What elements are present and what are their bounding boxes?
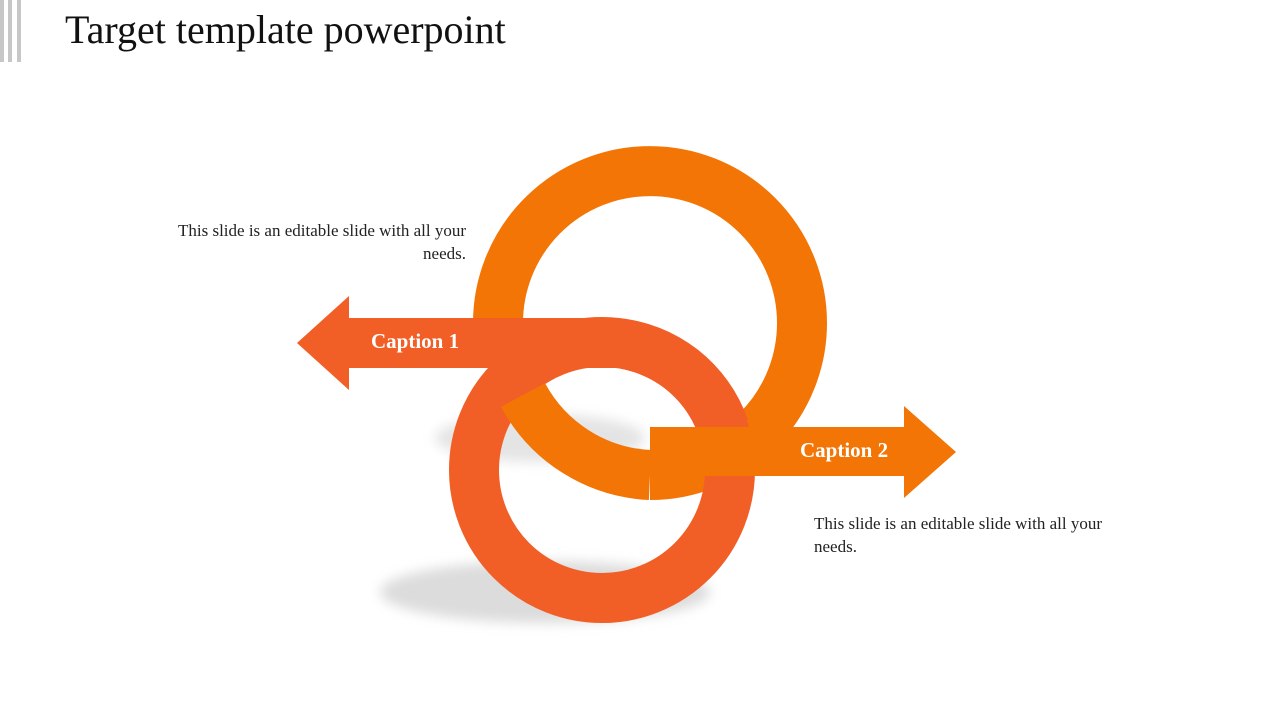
accent-bar [8,0,12,62]
caption1-arrow-shaft [345,318,617,368]
accent-bar [0,0,4,62]
caption-2-description: This slide is an editable slide with all… [814,514,1103,556]
caption2-arrowhead-right [904,406,956,498]
upper-ring-front [500,382,956,500]
upper-ring-front-arc [500,382,652,500]
accent-bar [17,0,21,62]
slide-title: Target template powerpoint [65,7,506,52]
caption-2-label: Caption 2 [800,438,889,462]
caption1-arrow-bend [617,318,748,440]
caption1-arrowhead-left [297,296,349,390]
caption-1-label: Caption 1 [371,329,460,353]
caption-1-description: This slide is an editable slide with all… [177,221,466,263]
caption2-arrow-shaft [650,427,908,476]
